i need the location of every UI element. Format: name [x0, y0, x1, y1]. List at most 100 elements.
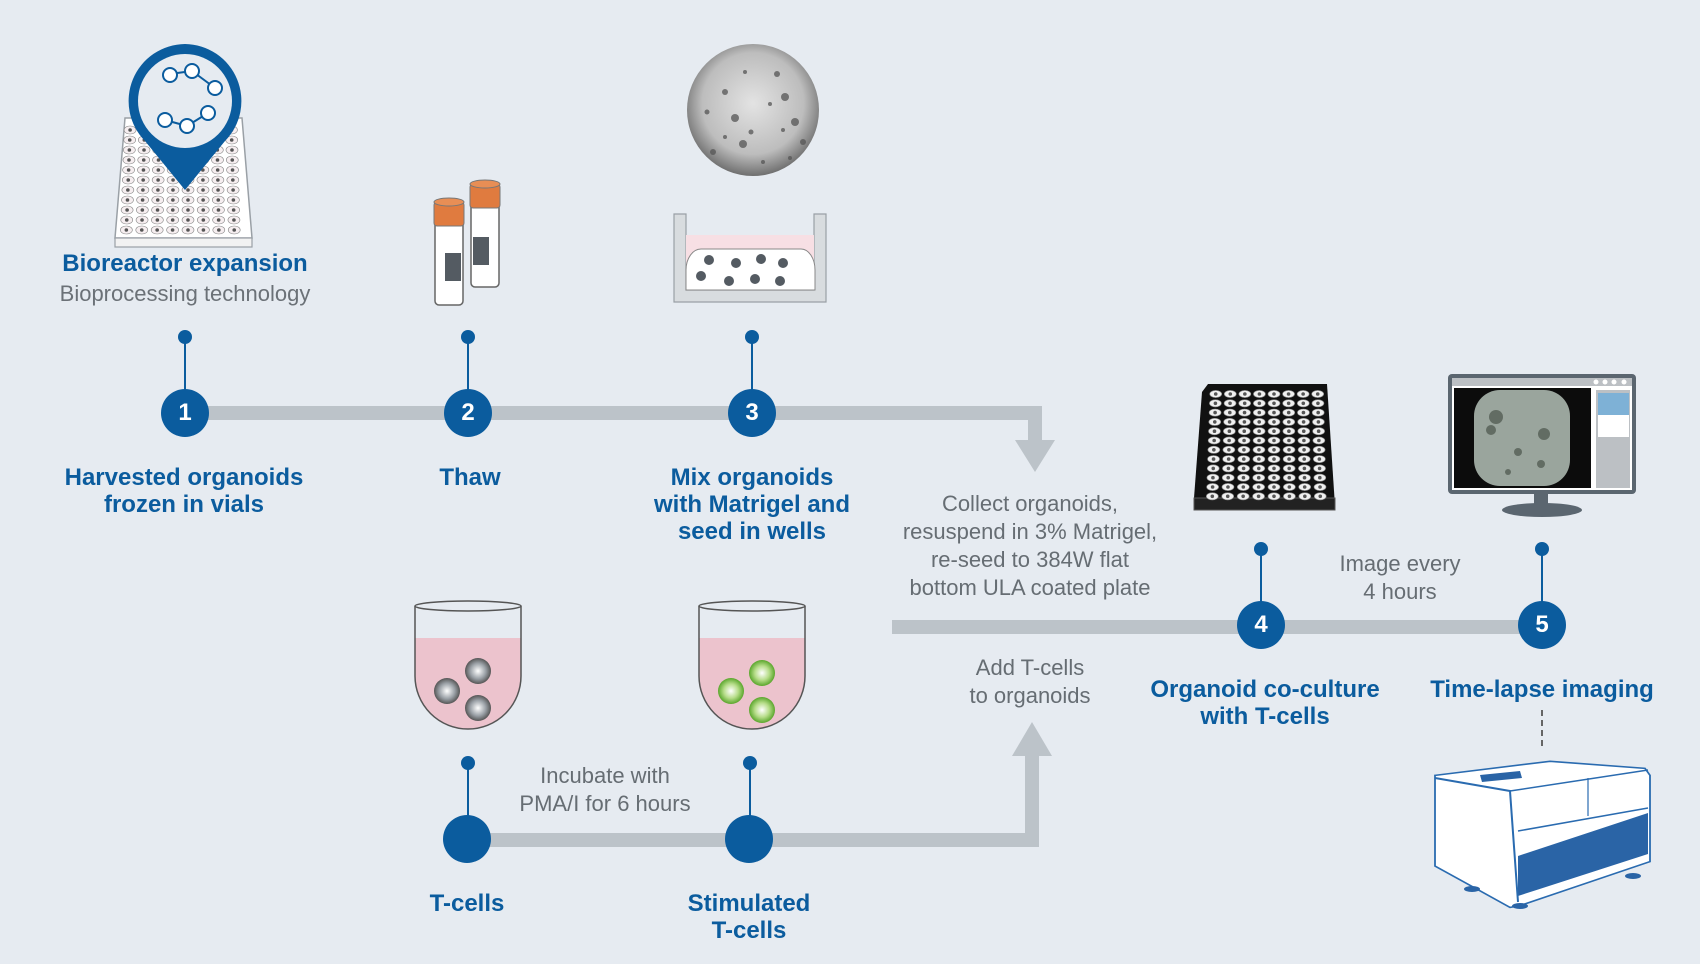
well-dot — [1257, 392, 1262, 396]
connector-bottom-up — [1025, 752, 1039, 847]
well-dot — [1272, 401, 1276, 406]
well-dot — [1272, 429, 1276, 433]
well-dot — [126, 188, 130, 192]
bioreactor-plate-pin-icon — [114, 44, 253, 248]
well-dot — [1287, 429, 1291, 433]
step-1-label-line: frozen in vials — [103, 491, 265, 518]
well-dot — [1241, 475, 1246, 480]
well-dot — [1210, 485, 1215, 489]
connector-top-down — [1028, 406, 1042, 442]
well-dot — [1272, 420, 1276, 424]
well-dot — [186, 188, 190, 192]
well-dot — [1242, 420, 1247, 424]
well-dot — [155, 218, 160, 222]
stimulated-tcells-tube-icon — [698, 600, 806, 730]
step-1-badge: 1 — [161, 389, 209, 437]
step-4-pin-line — [1260, 552, 1262, 602]
well-dot — [1318, 475, 1322, 480]
well-dot — [1242, 410, 1247, 415]
incubate-note-line: Incubate with — [540, 763, 670, 788]
tcells-label: T-cells — [429, 890, 505, 917]
well-dot — [1287, 438, 1291, 443]
well-dot — [1286, 392, 1291, 396]
well-dot — [1287, 457, 1291, 461]
step-1-label-line: Harvested organoids — [64, 464, 304, 491]
well-dot — [1301, 429, 1306, 433]
collect-note-line: resuspend in 3% Matrigel, — [902, 519, 1158, 544]
well-dot — [1272, 485, 1276, 489]
step-1-pin-line — [184, 340, 186, 390]
well-dot — [1241, 457, 1246, 461]
well-dot — [1272, 438, 1276, 443]
image-every-note-line: 4 hours — [1363, 579, 1437, 604]
image-every-note: Image every 4 hours — [1300, 550, 1500, 606]
connector-middle — [892, 620, 1542, 634]
well-dot — [1228, 410, 1232, 415]
well-dot — [1302, 485, 1307, 489]
384-well-plate-icon — [1193, 384, 1336, 511]
well-dot — [140, 198, 145, 202]
well-dot — [124, 218, 129, 222]
stimulated-tcells-label: Stimulated T-cells — [649, 890, 849, 944]
well-dot — [1242, 438, 1246, 443]
well-dot — [186, 208, 190, 212]
step-1-label: Harvested organoids frozen in vials — [34, 464, 334, 518]
well-dot — [1226, 485, 1230, 489]
well-dot — [231, 178, 235, 182]
step-4-badge: 4 — [1237, 601, 1285, 649]
step-2-badge: 2 — [444, 389, 492, 437]
well-dot — [155, 228, 159, 232]
well-dot — [230, 148, 234, 152]
add-tcells-note: Add T-cells to organoids — [900, 654, 1160, 710]
well-dot — [126, 178, 131, 182]
well-dot — [170, 208, 175, 212]
step-3-label: Mix organoids with Matrigel and seed in … — [602, 464, 902, 545]
well-dot — [229, 138, 234, 142]
step-2-label: Thaw — [439, 464, 501, 491]
well-dot — [1287, 466, 1291, 471]
bioreactor-title: Bioreactor expansion — [62, 250, 308, 277]
well-dot — [1257, 448, 1261, 452]
tcells-tube-icon — [414, 600, 522, 730]
well-dot — [1316, 401, 1320, 406]
well-dot — [171, 178, 175, 182]
well-dot — [1212, 420, 1217, 424]
well-dot — [1212, 448, 1216, 452]
well-dot — [127, 158, 131, 162]
well-dot — [1287, 494, 1292, 499]
well-dot — [170, 228, 175, 232]
arrow-down-icon — [1015, 440, 1055, 472]
well-dot — [1302, 448, 1306, 452]
step-2-pin-dot — [461, 330, 475, 344]
well-dot — [186, 228, 190, 232]
well-dot — [1317, 448, 1321, 452]
well-dot — [216, 218, 221, 222]
well-dot — [230, 168, 235, 172]
well-dot — [201, 228, 206, 232]
well-dot — [1257, 429, 1261, 433]
well-dot — [156, 158, 161, 162]
step-4-label-line: Organoid co-culture — [1150, 676, 1380, 703]
well-dot — [141, 158, 146, 162]
well-dot — [231, 208, 236, 212]
well-dot — [1287, 420, 1291, 424]
collect-note: Collect organoids, resuspend in 3% Matri… — [860, 490, 1200, 602]
well-dot — [201, 178, 205, 182]
well-dot — [216, 198, 221, 202]
arrow-up-icon — [1012, 722, 1052, 756]
bioreactor-subtitle: Bioprocessing technology — [59, 281, 311, 306]
well-dot — [1317, 466, 1322, 471]
well-dot — [1272, 448, 1276, 452]
well-dot — [1226, 475, 1230, 480]
well-dot — [156, 178, 160, 182]
tcells-pin-dot — [461, 756, 475, 770]
well-dot — [1226, 466, 1231, 471]
image-every-note-line: Image every — [1339, 551, 1461, 576]
well-dot — [127, 148, 132, 152]
well-dot — [1272, 457, 1276, 461]
well-dot — [156, 188, 160, 192]
well-dot — [139, 228, 144, 232]
well-dot — [1226, 457, 1231, 461]
well-dot — [216, 188, 220, 192]
well-dot — [1286, 410, 1291, 415]
